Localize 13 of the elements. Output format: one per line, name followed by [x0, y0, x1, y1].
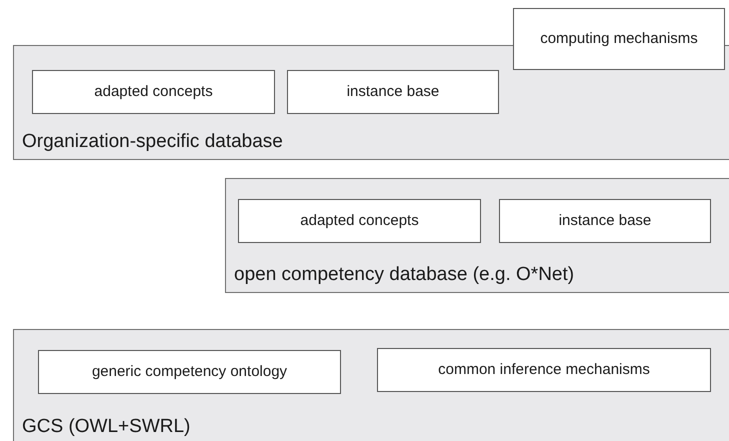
- component-box: common inference mechanisms: [377, 348, 711, 392]
- group-panel: [13, 45, 729, 160]
- component-box: adapted concepts: [238, 199, 481, 243]
- component-box: instance base: [499, 199, 711, 243]
- panel-title: GCS (OWL+SWRL): [22, 417, 190, 436]
- panel-title: Organization-specific database: [22, 132, 283, 151]
- component-box: computing mechanisms: [513, 8, 725, 70]
- group-panel: [13, 329, 729, 441]
- panel-title: open competency database (e.g. O*Net): [234, 265, 574, 284]
- component-box: instance base: [287, 70, 499, 114]
- group-panel: [225, 178, 729, 293]
- component-box: adapted concepts: [32, 70, 275, 114]
- component-box: generic competency ontology: [38, 350, 341, 394]
